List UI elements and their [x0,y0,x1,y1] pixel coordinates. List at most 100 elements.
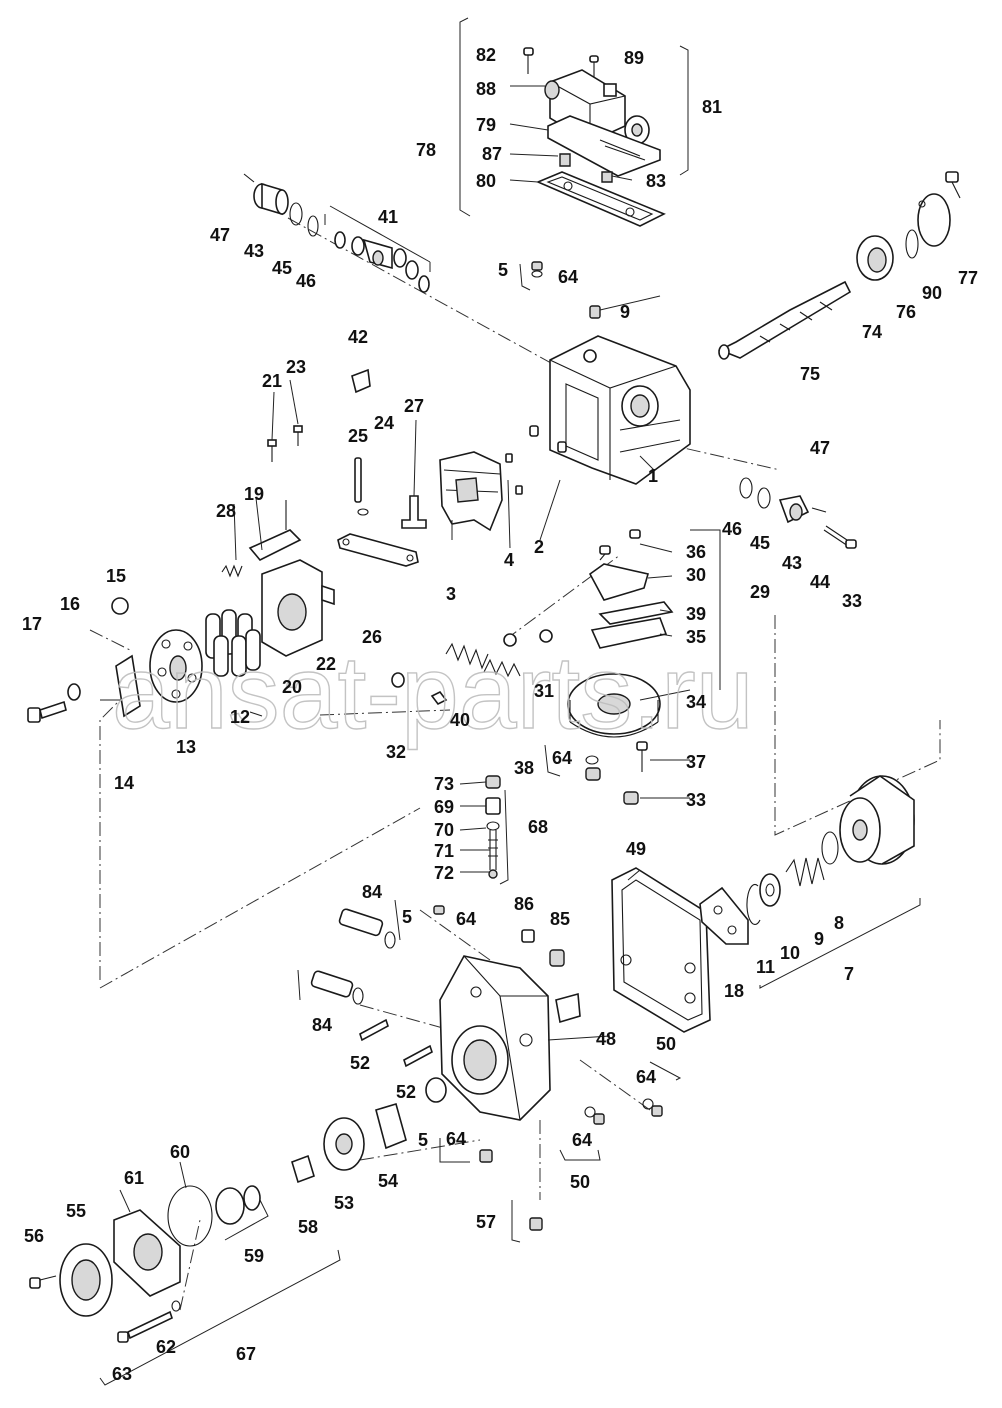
label-47b: 47 [810,438,830,458]
label-45: 45 [272,258,292,278]
label-64f: 64 [572,1130,592,1150]
pin-25 [354,457,362,503]
plate-35 [590,617,668,649]
label-4: 4 [504,550,514,570]
label-47: 47 [210,225,230,245]
label-88: 88 [476,79,496,99]
part-58 [291,1154,315,1184]
label-84b: 84 [312,1015,332,1035]
label-leaders [119,85,691,1213]
plug-38-33 [585,755,639,805]
label-55: 55 [66,1201,86,1221]
plug-9-top [589,305,601,319]
plate-55 [59,1243,113,1317]
cover-plate-90 [917,193,951,247]
label-19: 19 [244,484,264,504]
plug-83 [601,171,613,183]
label-14: 14 [114,773,134,793]
washer-10 [759,873,781,907]
label-68: 68 [528,817,548,837]
label-13: 13 [176,737,196,757]
label-28: 28 [216,501,236,521]
springs-40 [445,642,521,678]
label-11: 11 [756,957,775,977]
label-3: 3 [446,584,456,604]
o-ring-60 [167,1185,213,1247]
label-64d: 64 [636,1067,656,1087]
label-64: 64 [558,267,578,287]
label-22: 22 [316,654,336,674]
fitting-5-top [531,261,543,278]
label-35: 35 [686,627,706,647]
label-59: 59 [244,1246,264,1266]
label-79: 79 [476,115,496,135]
screw-77 [945,171,961,199]
bolt-17 [27,700,67,723]
spring-9 [785,857,825,887]
valve-plate-79 [547,115,661,177]
part-number-labels: 82 89 88 81 79 78 87 80 83 77 41 47 43 4… [22,45,978,1384]
label-20: 20 [282,677,302,697]
label-61: 61 [124,1168,144,1188]
label-77: 77 [958,268,978,288]
pump-housing-1 [549,335,691,485]
ring-8 [821,831,839,865]
label-24: 24 [374,413,394,433]
washer-16 [67,683,81,701]
label-57: 57 [476,1212,496,1232]
label-83: 83 [646,171,666,191]
label-81: 81 [702,97,722,117]
seal-54-53 [323,1077,447,1171]
cap-43-left [243,173,319,237]
screw-37 [636,741,648,772]
label-5b: 5 [402,907,412,927]
label-1: 1 [648,466,658,486]
label-12: 12 [230,707,250,727]
stud-27 [401,495,427,529]
screws-21-23 [267,425,303,462]
circlip-11 [746,883,761,926]
label-37: 37 [686,752,706,772]
label-42: 42 [348,327,368,347]
plug-87 [559,153,571,167]
bracket-19 [248,500,302,561]
label-67: 67 [236,1344,256,1364]
pistons-12 [205,609,261,677]
label-39: 39 [686,604,706,624]
label-5: 5 [498,260,508,280]
washer-24 [357,508,369,516]
label-62: 62 [156,1337,176,1357]
label-33: 33 [842,591,862,611]
label-2: 2 [534,537,544,557]
label-64e: 64 [446,1129,466,1149]
label-71: 71 [434,841,454,861]
label-86: 86 [514,894,534,914]
label-29: 29 [750,582,770,602]
label-49: 49 [626,839,646,859]
ball-guide-15 [111,597,129,615]
screw-56 [29,1275,57,1289]
rod-44 [823,525,857,549]
label-41: 41 [378,207,398,227]
fittings-85-86 [433,905,565,967]
cover-61 [113,1209,181,1297]
label-56: 56 [24,1226,44,1246]
valve-plate-18 [699,886,749,945]
label-10: 10 [780,943,800,963]
nut-32 [391,672,448,706]
label-7: 7 [844,964,854,984]
block-42 [351,368,371,394]
label-54: 54 [378,1171,398,1191]
label-58: 58 [298,1217,318,1237]
label-50: 50 [656,1034,676,1054]
label-46: 46 [296,271,316,291]
ring-76 [905,229,919,259]
gasket-49 [611,867,711,1033]
label-16: 16 [60,594,80,614]
label-38: 38 [514,758,534,778]
label-23: 23 [286,357,306,377]
label-31: 31 [534,681,554,701]
label-15: 15 [106,566,126,586]
label-60: 60 [170,1142,190,1162]
pins-2-4 [505,425,567,495]
